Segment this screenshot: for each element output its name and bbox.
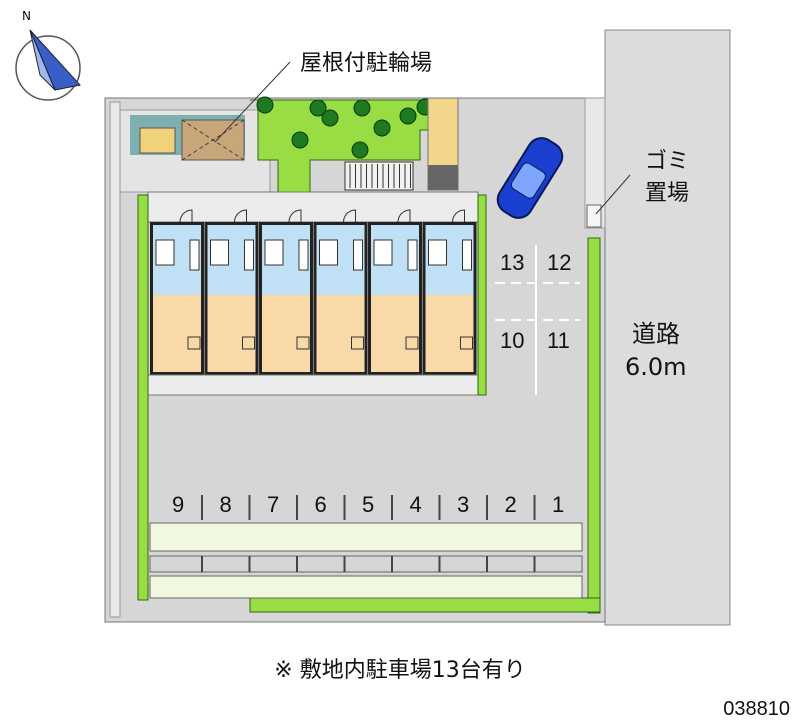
parking-space-13: 13: [500, 250, 524, 275]
garbage-area: [586, 204, 602, 228]
parking-space-12: 12: [547, 250, 571, 275]
parking-space-10: 10: [500, 328, 524, 353]
tree-icon: [373, 119, 391, 137]
garbage-leader: [595, 174, 631, 215]
parking-space-11: 11: [547, 328, 570, 353]
parking-space-3: 3: [457, 492, 469, 517]
road-width-label: 6.0m: [625, 353, 687, 381]
planting-strip: [149, 575, 583, 599]
property-code: 038810: [723, 698, 790, 720]
tree-icon: [353, 99, 371, 117]
apartment-unit: [204, 209, 259, 375]
hedge-left: [137, 194, 149, 601]
planting-strip: [149, 522, 583, 552]
road-label: 道路: [632, 320, 680, 348]
car-icon: [496, 137, 564, 219]
apartment-unit: [313, 209, 368, 375]
tree-icon: [256, 96, 274, 114]
parking-space-8: 8: [220, 492, 232, 517]
parking-space-2: 2: [505, 492, 517, 517]
hedge-right: [587, 237, 601, 614]
bike-parking-label: 屋根付駐輪場: [300, 51, 432, 76]
apartment-unit: [259, 209, 313, 375]
compass-north-label: N: [22, 9, 31, 23]
balcony: [147, 374, 479, 396]
parking-space-7: 7: [267, 492, 279, 517]
parking-space-4: 4: [410, 492, 422, 517]
hedge-bottom: [249, 597, 601, 613]
parking-space-5: 5: [362, 492, 374, 517]
parking-space-1: 1: [552, 492, 564, 517]
bike-parking-leader: [214, 61, 291, 143]
compass-icon: N: [15, 9, 81, 101]
tree-icon: [399, 107, 417, 125]
tree-icon: [351, 141, 369, 159]
apartment-unit: [368, 209, 422, 375]
garbage-label-2: 置場: [645, 181, 689, 206]
stairs: [344, 161, 414, 191]
caption: ※ 敷地内駐車場13台有り: [274, 658, 526, 683]
garbage-label-1: ゴミ: [645, 149, 689, 174]
tree-icon: [291, 131, 309, 149]
parking-space-9: 9: [172, 492, 184, 517]
covered-bicycle-parking: [130, 115, 245, 161]
corridor: [147, 191, 479, 223]
tree-icon: [309, 99, 327, 117]
parking-space-6: 6: [315, 492, 327, 517]
apartment-unit: [422, 209, 477, 375]
apartment-unit: [150, 209, 204, 375]
road: [604, 29, 731, 626]
hedge-building-right: [477, 194, 487, 396]
tree-icon: [321, 109, 339, 127]
